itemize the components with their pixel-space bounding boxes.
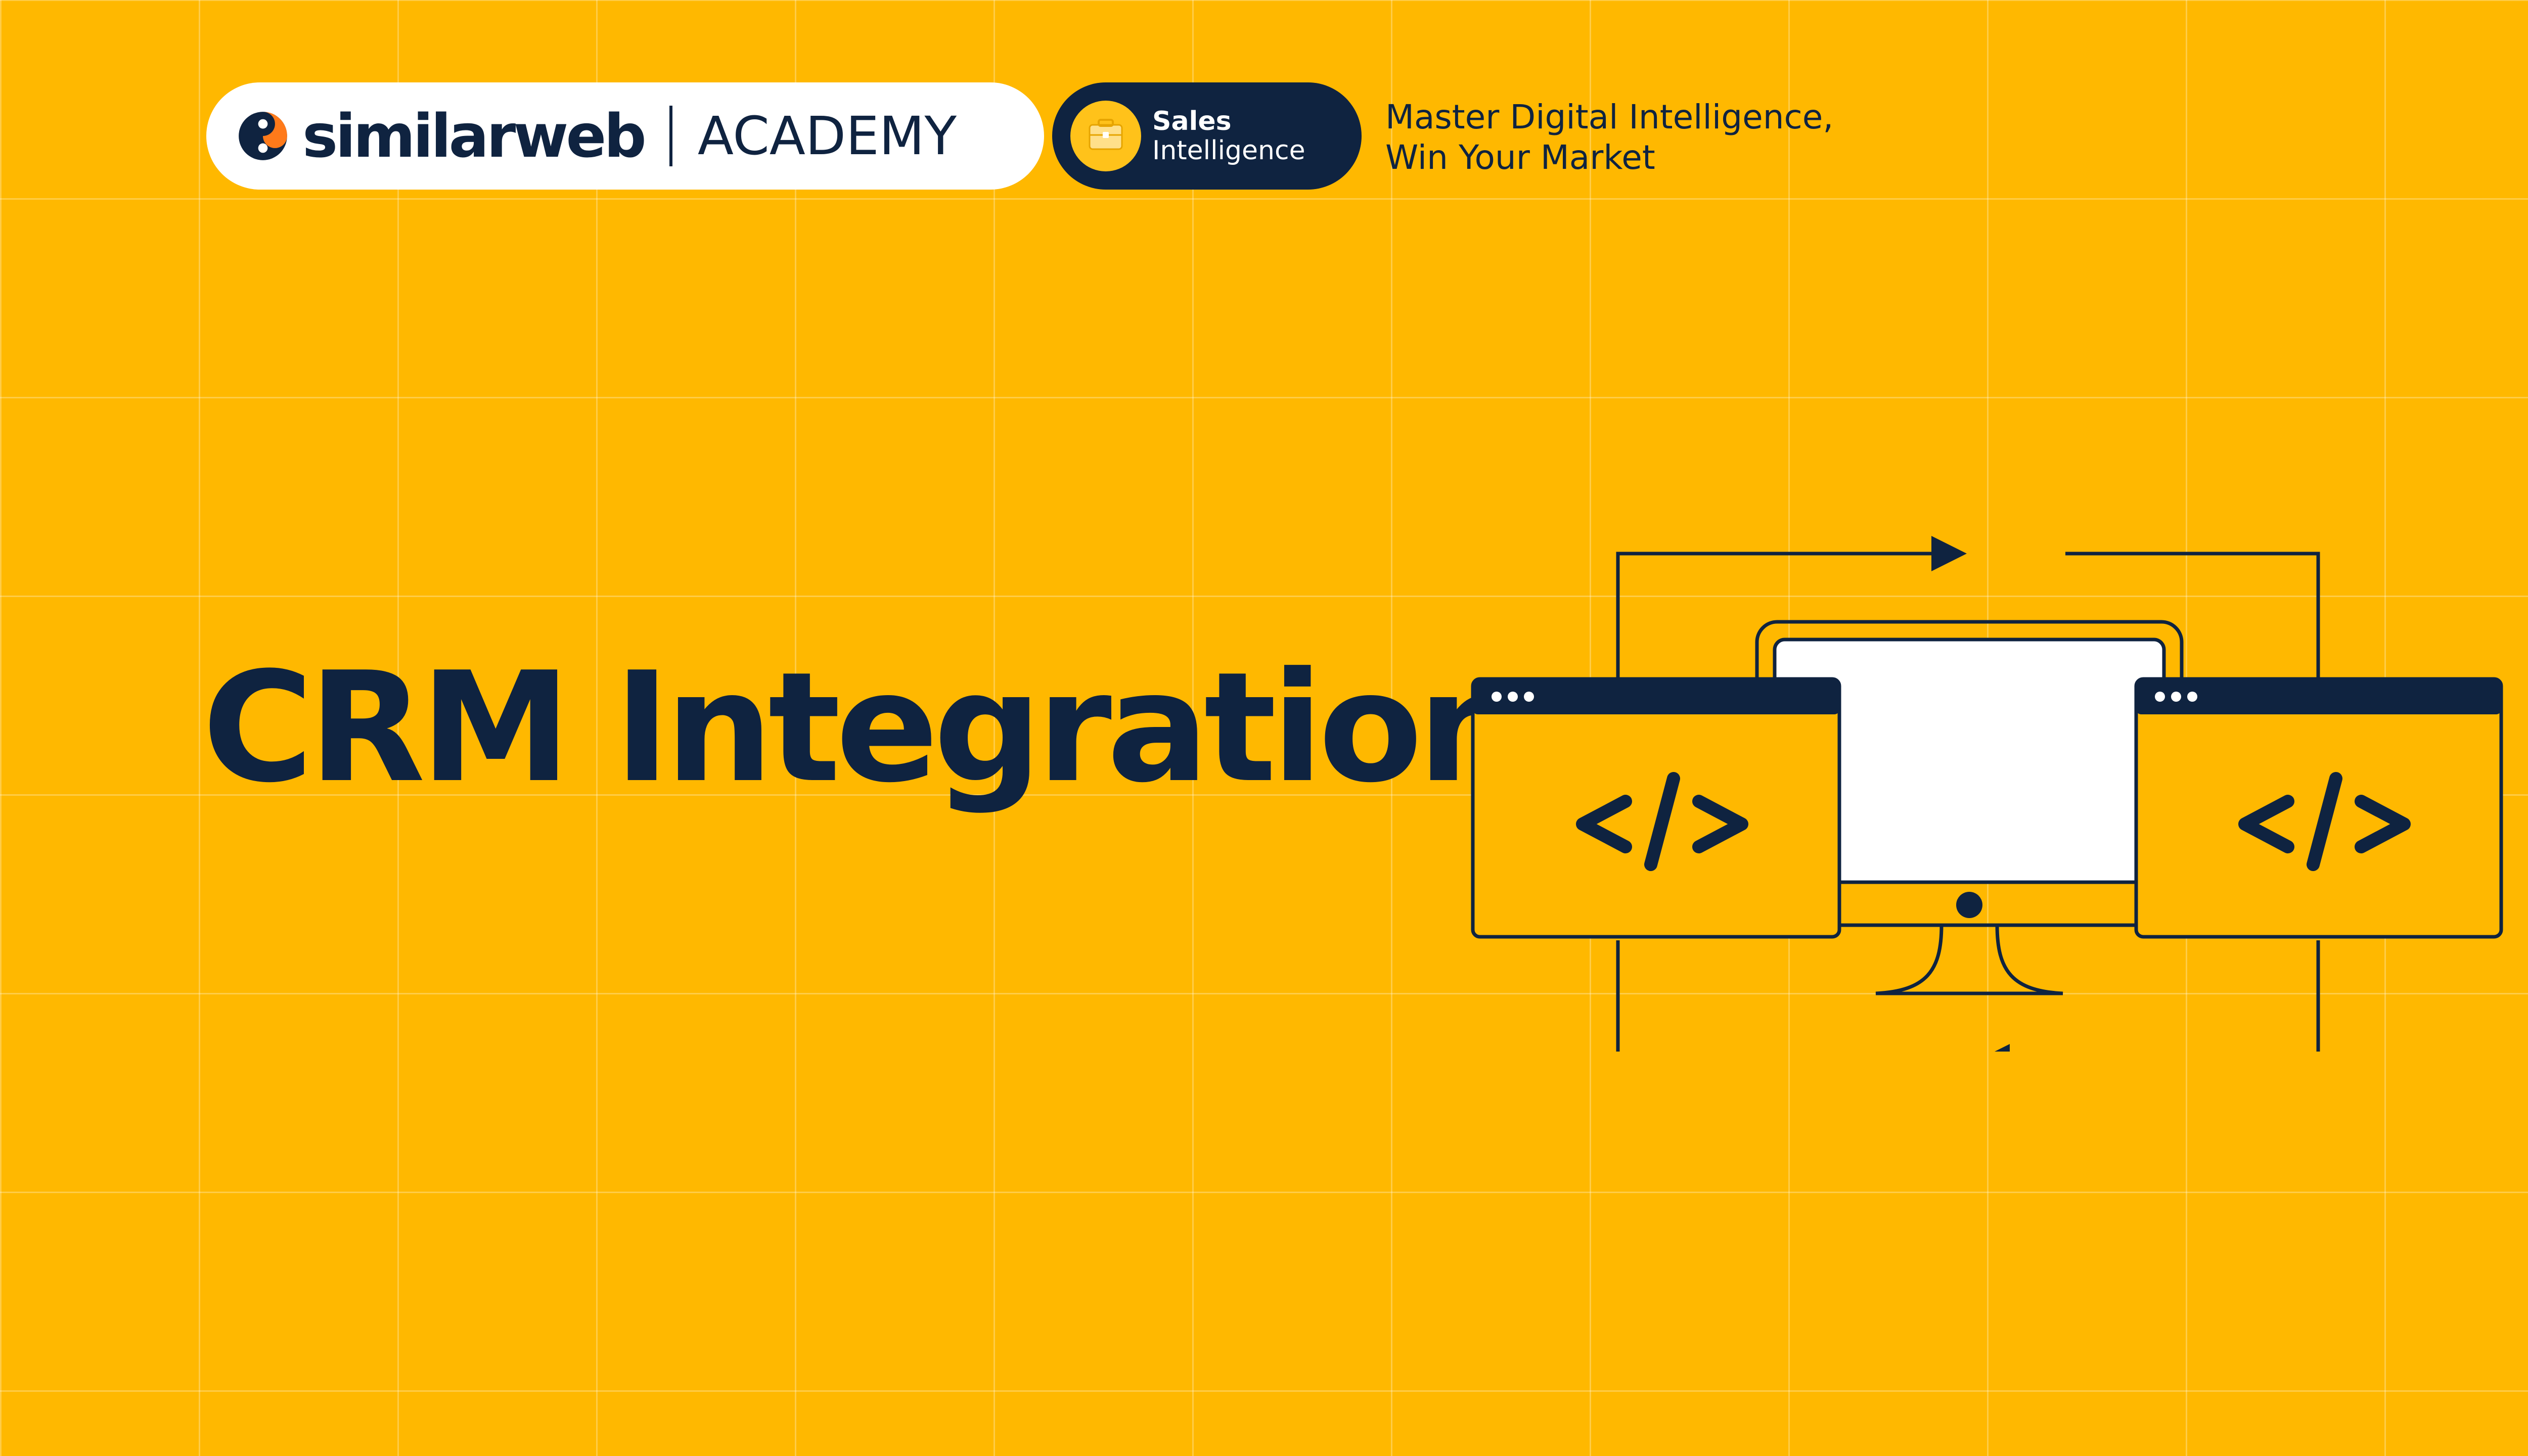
course-badge-title: Sales <box>1152 106 1232 136</box>
similarweb-logo-icon <box>239 112 287 160</box>
brand-logo-pill: similarweb ACADEMY <box>206 82 1044 190</box>
arrow-right-icon <box>1931 536 1967 571</box>
brand-divider <box>669 106 672 166</box>
arrow-left-icon <box>1995 1044 2010 1052</box>
brand-section: ACADEMY <box>697 105 957 167</box>
crm-integration-illustration <box>1471 536 2503 1052</box>
briefcase-icon <box>1070 101 1141 171</box>
page-title: CRM Integration <box>202 640 1525 816</box>
tagline-line-2: Win Your Market <box>1385 138 1655 177</box>
code-window-icon <box>2134 677 2503 939</box>
code-window-icon <box>1471 677 1841 939</box>
tagline: Master Digital Intelligence, Win Your Ma… <box>1385 97 1833 178</box>
sync-arrows-icon <box>1616 552 2320 1052</box>
course-badge: Sales Intelligence <box>1052 82 1362 190</box>
course-badge-subtitle: Intelligence <box>1152 135 1305 166</box>
brand-name: similarweb <box>302 101 647 171</box>
tagline-line-1: Master Digital Intelligence, <box>1385 98 1834 136</box>
